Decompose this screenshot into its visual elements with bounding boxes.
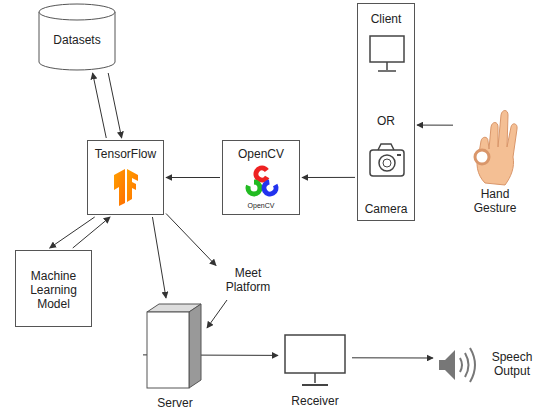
node-text: OR (358, 114, 414, 128)
node-text: Machine Learning Model (19, 269, 89, 311)
node-text: TensorFlow (88, 147, 163, 161)
arrow-connector (93, 73, 107, 138)
speaker-icon (435, 340, 485, 390)
hand-gesture: Hand Gesture (455, 105, 535, 217)
server-node: Server (145, 300, 205, 412)
monitor-icon (280, 333, 350, 391)
node-text: Server (145, 396, 205, 410)
node-text: Hand Gesture (465, 187, 525, 215)
node-text: Client (358, 12, 414, 26)
process-box: TensorFlow (87, 140, 164, 215)
arrow-connector (73, 217, 110, 248)
arrow-connector (166, 214, 216, 266)
arrow-connector (352, 357, 433, 358)
database-cylinder: Datasets (38, 3, 116, 71)
process-box: Machine Learning Model (15, 250, 92, 327)
process-box: OpenCV OpenCV (222, 140, 300, 215)
receiver-node: Receiver (280, 333, 350, 413)
node-text: OpenCV (223, 147, 299, 161)
arrow-connector (108, 73, 121, 138)
arrow-connector (50, 217, 95, 248)
arrow-connector (152, 217, 166, 298)
node-text: Camera (358, 202, 414, 216)
node-text: Datasets (38, 33, 116, 47)
node-text: Speech Output (487, 350, 537, 378)
client-box: ClientOR Camera (357, 3, 415, 221)
arrow-connector (166, 177, 220, 178)
speech-output: Speech Output (435, 340, 540, 390)
arrow-connector (302, 177, 355, 178)
node-text: Receiver (280, 394, 350, 408)
server-icon (145, 300, 205, 392)
node-text: Meet Platform (220, 266, 276, 294)
arrow-connector (417, 125, 453, 126)
platform-label: Meet Platform (218, 262, 278, 298)
client-icons (358, 4, 416, 222)
arrow-connector (207, 300, 227, 328)
node-text: OpenCV (223, 201, 299, 210)
